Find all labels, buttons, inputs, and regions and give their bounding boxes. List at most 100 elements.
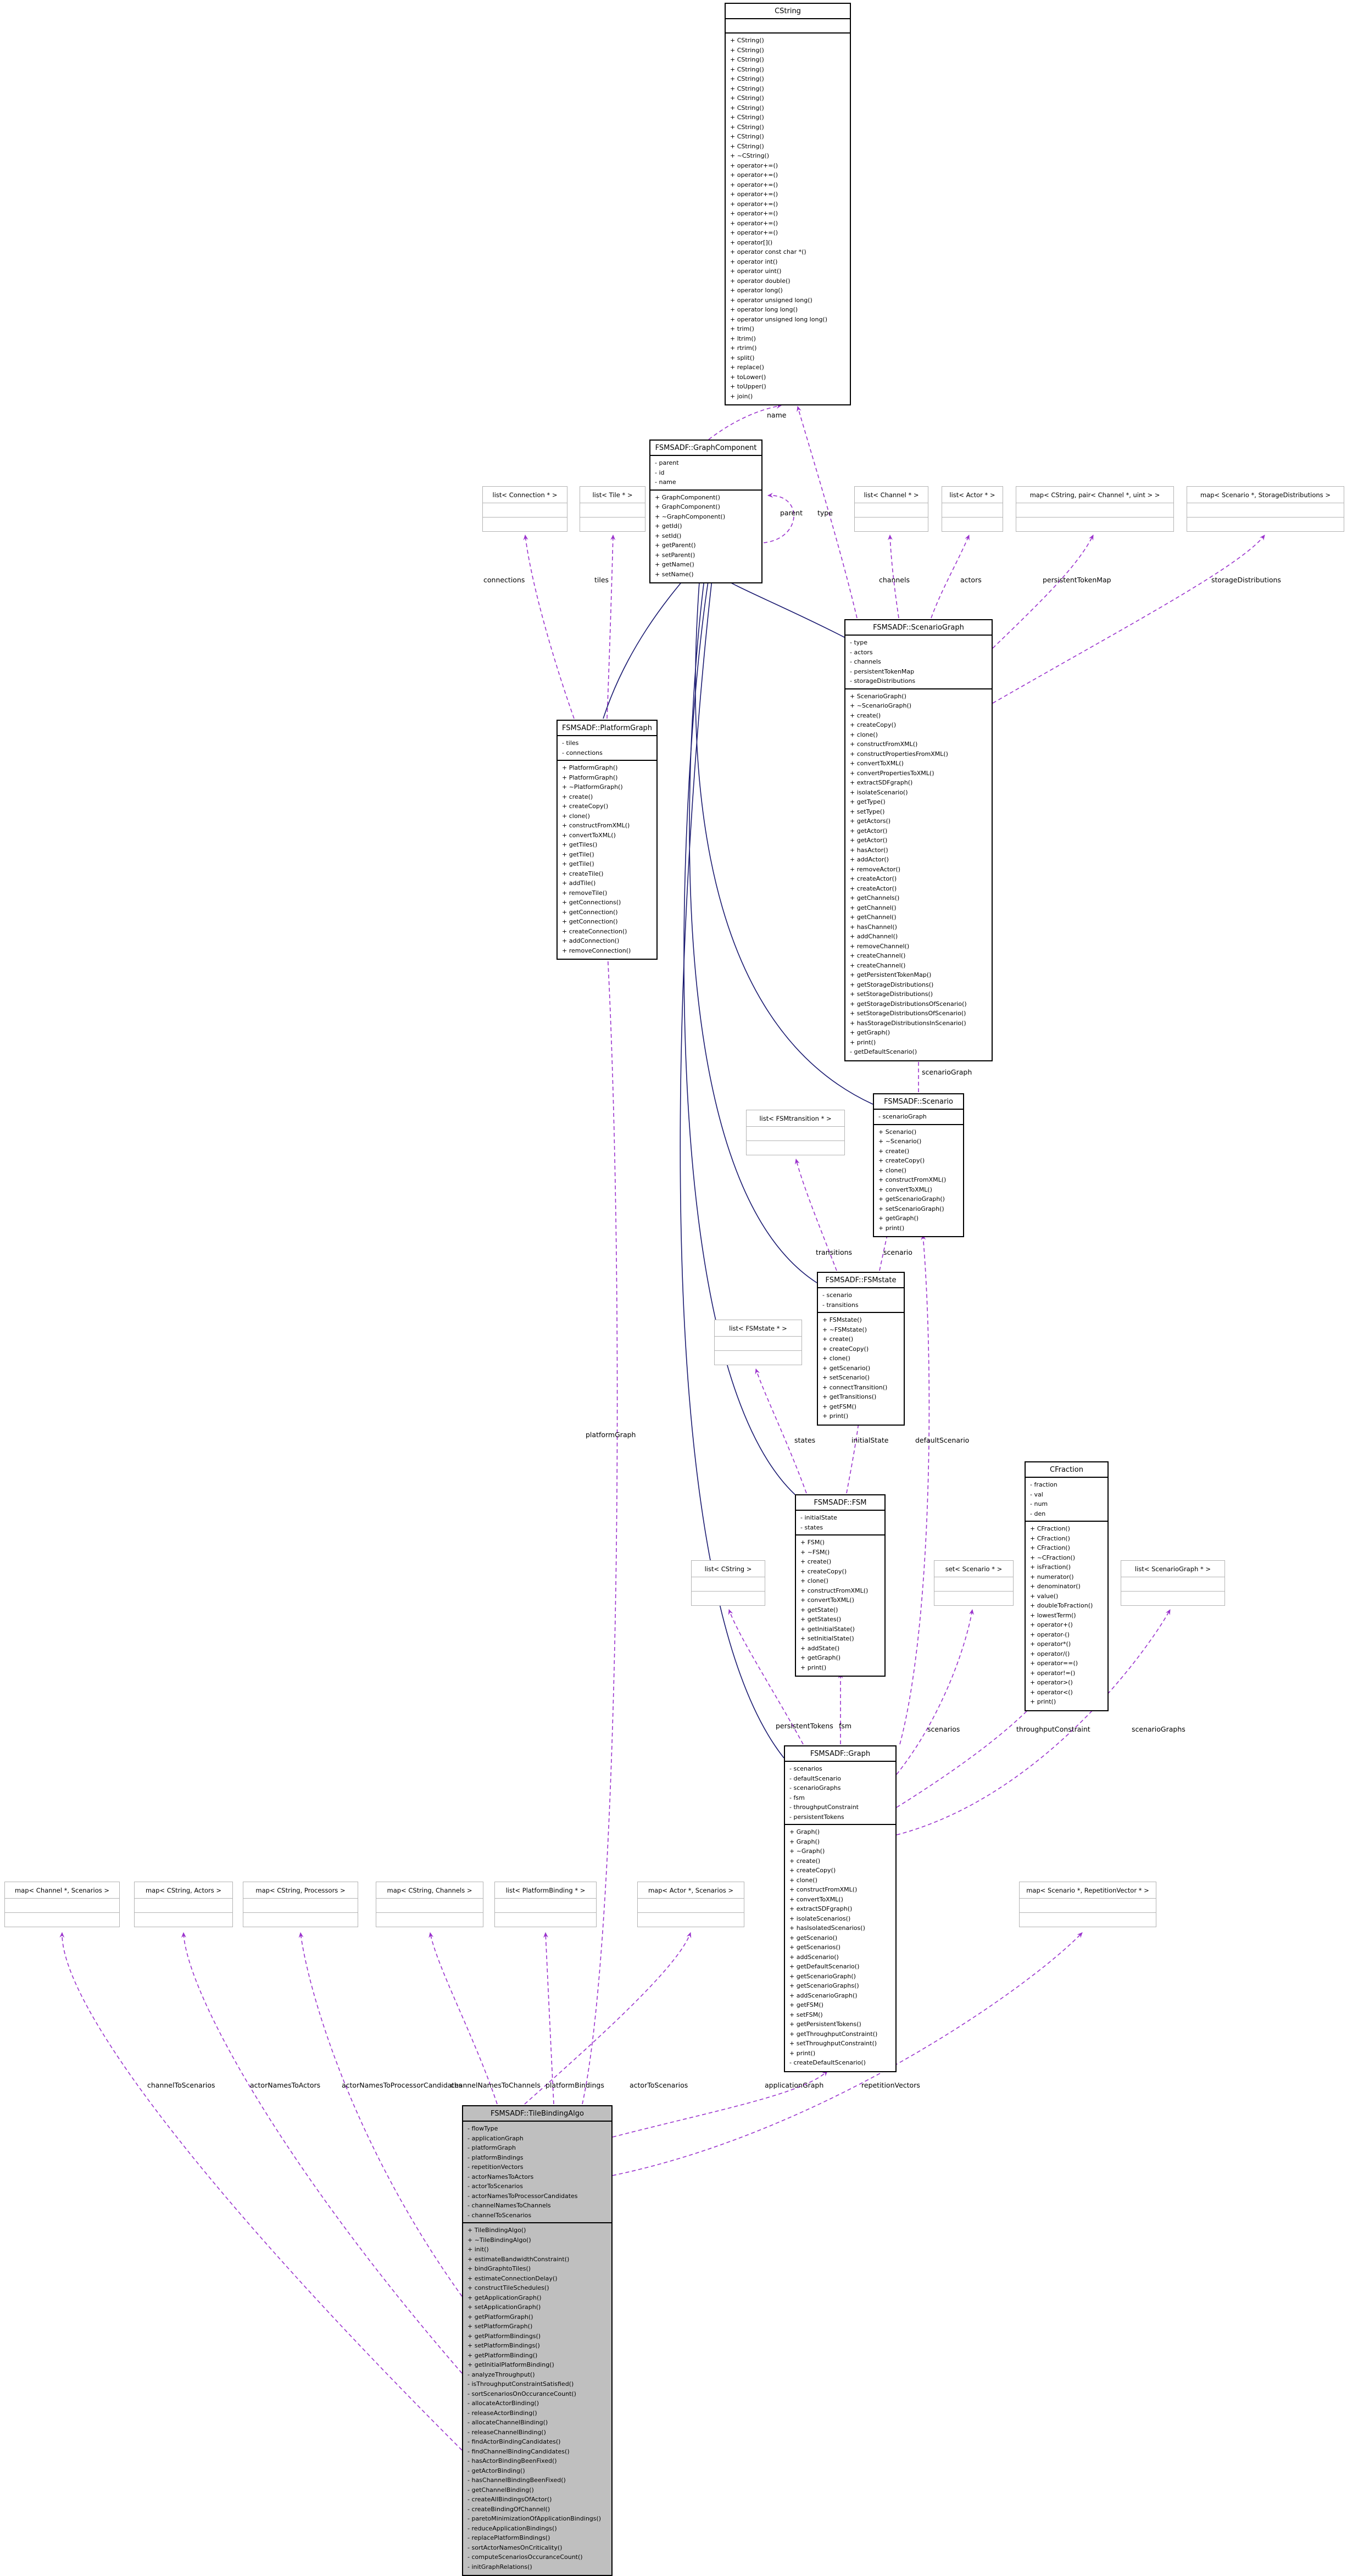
method-row: - findActorBindingCandidates() xyxy=(467,2438,561,2445)
method-row: - allocateChannelBinding() xyxy=(467,2419,548,2426)
class-box-cfraction[interactable]: CFraction- fraction- val- num- den+ CFra… xyxy=(1025,1461,1109,1711)
class-title-cstring[interactable]: CString xyxy=(726,4,850,19)
method-row: - sortScenariosOnOccuranceCount() xyxy=(467,2390,576,2397)
helper-title: map< Scenario *, RepetitionVector * > xyxy=(1020,1882,1156,1899)
method-row: + CString() xyxy=(730,65,764,73)
class-title-scenario[interactable]: FSMSADF::Scenario xyxy=(874,1094,963,1110)
class-box-fsmstate[interactable]: FSMSADF::FSMstate- scenario- transitions… xyxy=(817,1272,905,1426)
method-row: + operator>() xyxy=(1030,1679,1073,1686)
class-box-scenario[interactable]: FSMSADF::Scenario- scenarioGraph+ Scenar… xyxy=(873,1093,964,1237)
method-row: + FSM() xyxy=(800,1539,825,1546)
attribute-row: - applicationGraph xyxy=(467,2134,524,2142)
edge-label: actorToScenarios xyxy=(630,2081,688,2089)
method-row: + getScenarioGraph() xyxy=(789,1972,856,1980)
method-row: + createConnection() xyxy=(562,927,627,935)
class-box-tilebindingalgo[interactable]: FSMSADF::TileBindingAlgo- flowType- appl… xyxy=(462,2105,613,2576)
class-title-fsm[interactable]: FSMSADF::FSM xyxy=(796,1495,884,1511)
method-row: + setId() xyxy=(655,532,682,539)
helper-compartment xyxy=(855,518,928,531)
helper-title: list< FSMstate * > xyxy=(715,1320,801,1337)
edge-graph-scenariographs xyxy=(896,1609,1171,1835)
helper-title: list< Connection * > xyxy=(483,487,567,503)
edge-label: name xyxy=(767,411,787,419)
helper-title: list< PlatformBinding * > xyxy=(495,1882,596,1899)
method-row: + getActor() xyxy=(850,837,888,844)
class-title-scenariograph[interactable]: FSMSADF::ScenarioGraph xyxy=(845,620,992,636)
class-title-tilebindingalgo[interactable]: FSMSADF::TileBindingAlgo xyxy=(463,2106,611,2122)
edge-tilebinding-applicationgraph xyxy=(612,2071,828,2138)
edge-tilebinding-channelnamestochannels xyxy=(428,1932,498,2105)
method-row: + getScenario() xyxy=(822,1364,871,1372)
helper-title: map< Actor *, Scenarios > xyxy=(638,1882,744,1899)
helper-title: list< CString > xyxy=(692,1561,765,1577)
helper-title: map< CString, Actors > xyxy=(135,1882,232,1899)
method-row: + create() xyxy=(562,793,593,800)
helper-compartment xyxy=(638,1913,744,1927)
edge-scenariograph-channels xyxy=(887,535,899,619)
helper-box-list-connection: list< Connection * > xyxy=(482,486,567,532)
class-box-graph[interactable]: FSMSADF::Graph- scenarios- defaultScenar… xyxy=(784,1745,897,2072)
method-row: + getThroughputConstraint() xyxy=(789,2030,878,2038)
class-title-graph[interactable]: FSMSADF::Graph xyxy=(785,1746,895,1762)
method-row: + getTile() xyxy=(562,860,594,867)
edge-label: fsm xyxy=(839,1722,852,1730)
attribute-row: - scenario xyxy=(822,1292,853,1299)
method-row: + hasChannel() xyxy=(850,923,897,931)
helper-compartment xyxy=(1020,1899,1156,1913)
class-box-fsm[interactable]: FSMSADF::FSM- initialState- states+ FSM(… xyxy=(795,1494,886,1677)
method-row: + operator+=() xyxy=(730,191,778,198)
helper-compartment xyxy=(747,1127,844,1141)
method-row: + ~TileBindingAlgo() xyxy=(467,2236,531,2244)
method-row: + extractSDFgraph() xyxy=(850,779,913,786)
helper-box-map-cstring-actors: map< CString, Actors > xyxy=(134,1882,233,1927)
class-box-platformgraph[interactable]: FSMSADF::PlatformGraph- tiles- connectio… xyxy=(556,720,658,960)
helper-compartment xyxy=(376,1913,483,1927)
edge-label: scenario xyxy=(883,1248,912,1256)
method-row: + getInitialState() xyxy=(800,1625,855,1633)
attributes-compartment: - scenarios- defaultScenario- scenarioGr… xyxy=(785,1762,895,1825)
method-row: + createCopy() xyxy=(562,803,609,810)
class-title-cfraction[interactable]: CFraction xyxy=(1026,1462,1107,1478)
methods-compartment: + PlatformGraph()+ PlatformGraph()+ ~Pla… xyxy=(558,761,656,959)
edge-tilebinding-actornamestoactors xyxy=(181,1932,463,2374)
class-title-platformgraph[interactable]: FSMSADF::PlatformGraph xyxy=(558,721,656,736)
class-title-fsmstate[interactable]: FSMSADF::FSMstate xyxy=(818,1273,904,1288)
method-row: + operator unsigned long long() xyxy=(730,315,828,323)
helper-compartment xyxy=(1121,1577,1224,1592)
attributes-compartment: - scenario- transitions xyxy=(818,1288,904,1313)
method-row: + getChannel() xyxy=(850,914,897,921)
edge-scenariograph-storagedistributions xyxy=(992,535,1265,704)
method-row: + create() xyxy=(850,711,881,719)
method-row: - isThroughputConstraintSatisfied() xyxy=(467,2380,574,2388)
method-row: + operator long long() xyxy=(730,306,798,313)
class-title-graphcomponent[interactable]: FSMSADF::GraphComponent xyxy=(650,441,761,456)
attributes-compartment: - fraction- val- num- den xyxy=(1026,1478,1107,1522)
method-row: + operator+=() xyxy=(730,219,778,227)
method-row: + convertToXML() xyxy=(878,1186,932,1193)
attribute-row: - states xyxy=(800,1523,823,1531)
method-row: + split() xyxy=(730,354,755,361)
helper-compartment xyxy=(934,1577,1013,1592)
method-row: + operator+=() xyxy=(730,162,778,169)
attribute-row: - initialState xyxy=(800,1514,837,1521)
method-row: + CString() xyxy=(730,142,764,150)
class-box-scenariograph[interactable]: FSMSADF::ScenarioGraph- type- actors- ch… xyxy=(844,619,993,1061)
method-row: + getStates() xyxy=(800,1616,842,1623)
edge-platformgraph-connections xyxy=(523,535,575,719)
method-row: - findChannelBindingCandidates() xyxy=(467,2447,570,2455)
class-box-graphcomponent[interactable]: FSMSADF::GraphComponent- parent- id- nam… xyxy=(649,439,762,583)
method-row: - getActorBinding() xyxy=(467,2467,525,2474)
method-row: + isolateScenarios() xyxy=(789,1915,851,1922)
class-box-cstring[interactable]: CString+ CString()+ CString()+ CString()… xyxy=(725,3,851,405)
edge-tilebinding-actortoscenarios xyxy=(524,1932,692,2105)
method-row: + hasIsolatedScenarios() xyxy=(789,1924,865,1932)
helper-compartment xyxy=(243,1913,358,1927)
method-row: + constructFromXML() xyxy=(878,1176,947,1183)
method-row: + constructFromXML() xyxy=(800,1587,869,1594)
attribute-row: - id xyxy=(655,469,665,476)
method-row: + setName() xyxy=(655,570,694,578)
method-row: - getDefaultScenario() xyxy=(850,1048,917,1055)
methods-compartment: + FSM()+ ~FSM()+ create()+ createCopy()+… xyxy=(796,1535,884,1676)
edge-label: actorNamesToActors xyxy=(250,2081,321,2089)
